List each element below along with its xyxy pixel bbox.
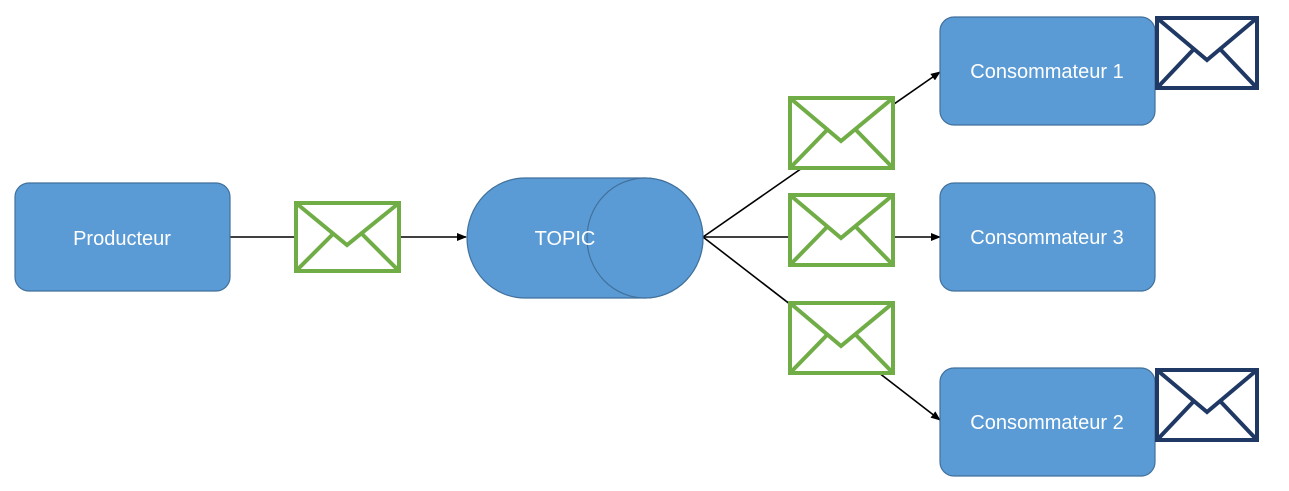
- consumer-3-label: Consommateur 3: [970, 227, 1123, 249]
- producer-label: Producteur: [73, 228, 171, 250]
- received-envelope-icon: [1155, 368, 1259, 442]
- consumer-2-label: Consommateur 2: [970, 412, 1123, 434]
- message-envelope-icon: [788, 193, 895, 267]
- received-envelope-icon: [1155, 16, 1259, 90]
- message-envelope-icon: [788, 96, 895, 170]
- message-envelope-icon: [294, 201, 401, 273]
- message-envelope-icon: [788, 301, 895, 375]
- consumer-1-label: Consommateur 1: [970, 61, 1123, 83]
- consumer-3-node[interactable]: Consommateur 3: [939, 182, 1156, 292]
- topic-label: TOPIC: [535, 228, 596, 250]
- consumer-2-node[interactable]: Consommateur 2: [939, 367, 1156, 477]
- consumer-1-node[interactable]: Consommateur 1: [939, 16, 1156, 126]
- producer-node[interactable]: Producteur: [14, 182, 231, 292]
- topic-node[interactable]: TOPIC: [466, 177, 704, 299]
